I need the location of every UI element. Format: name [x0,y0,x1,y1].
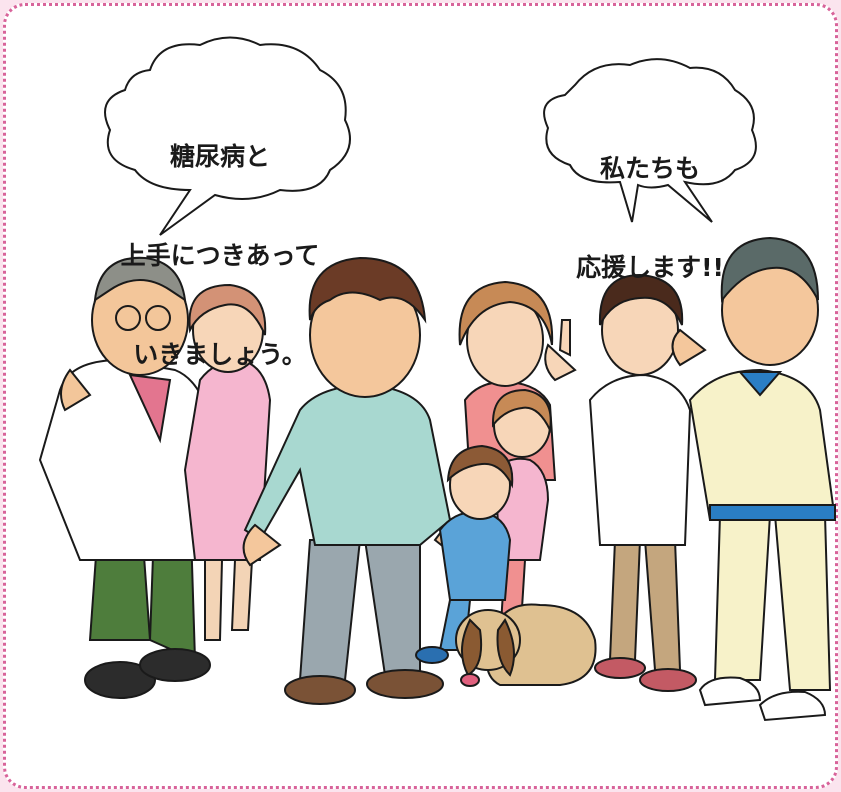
trainer-figure [671,236,837,722]
doctor-speech-line-3: いきましょう。 [133,340,307,369]
speech-bubble-doctor [104,36,351,236]
patient-figure [242,256,465,705]
nurse-figure [183,283,272,641]
doctor-figure [38,256,232,699]
speech-bubble-staff [543,58,757,223]
staff-speech-line-1: 私たちも [599,154,700,183]
doctor-speech-line-2: 上手につきあって [120,241,320,270]
staff-speech-text: 私たちも 応援します!! [560,86,740,317]
doctor-speech-line-1: 糖尿病と [169,142,270,171]
staff-speech-line-2: 応援します!! [576,253,724,282]
girl-figure [491,388,552,641]
dog-figure [455,603,597,687]
female-doctor-figure [544,273,697,692]
doctor-speech-text: 糖尿病と 上手につきあって いきましょう。 [120,74,320,404]
